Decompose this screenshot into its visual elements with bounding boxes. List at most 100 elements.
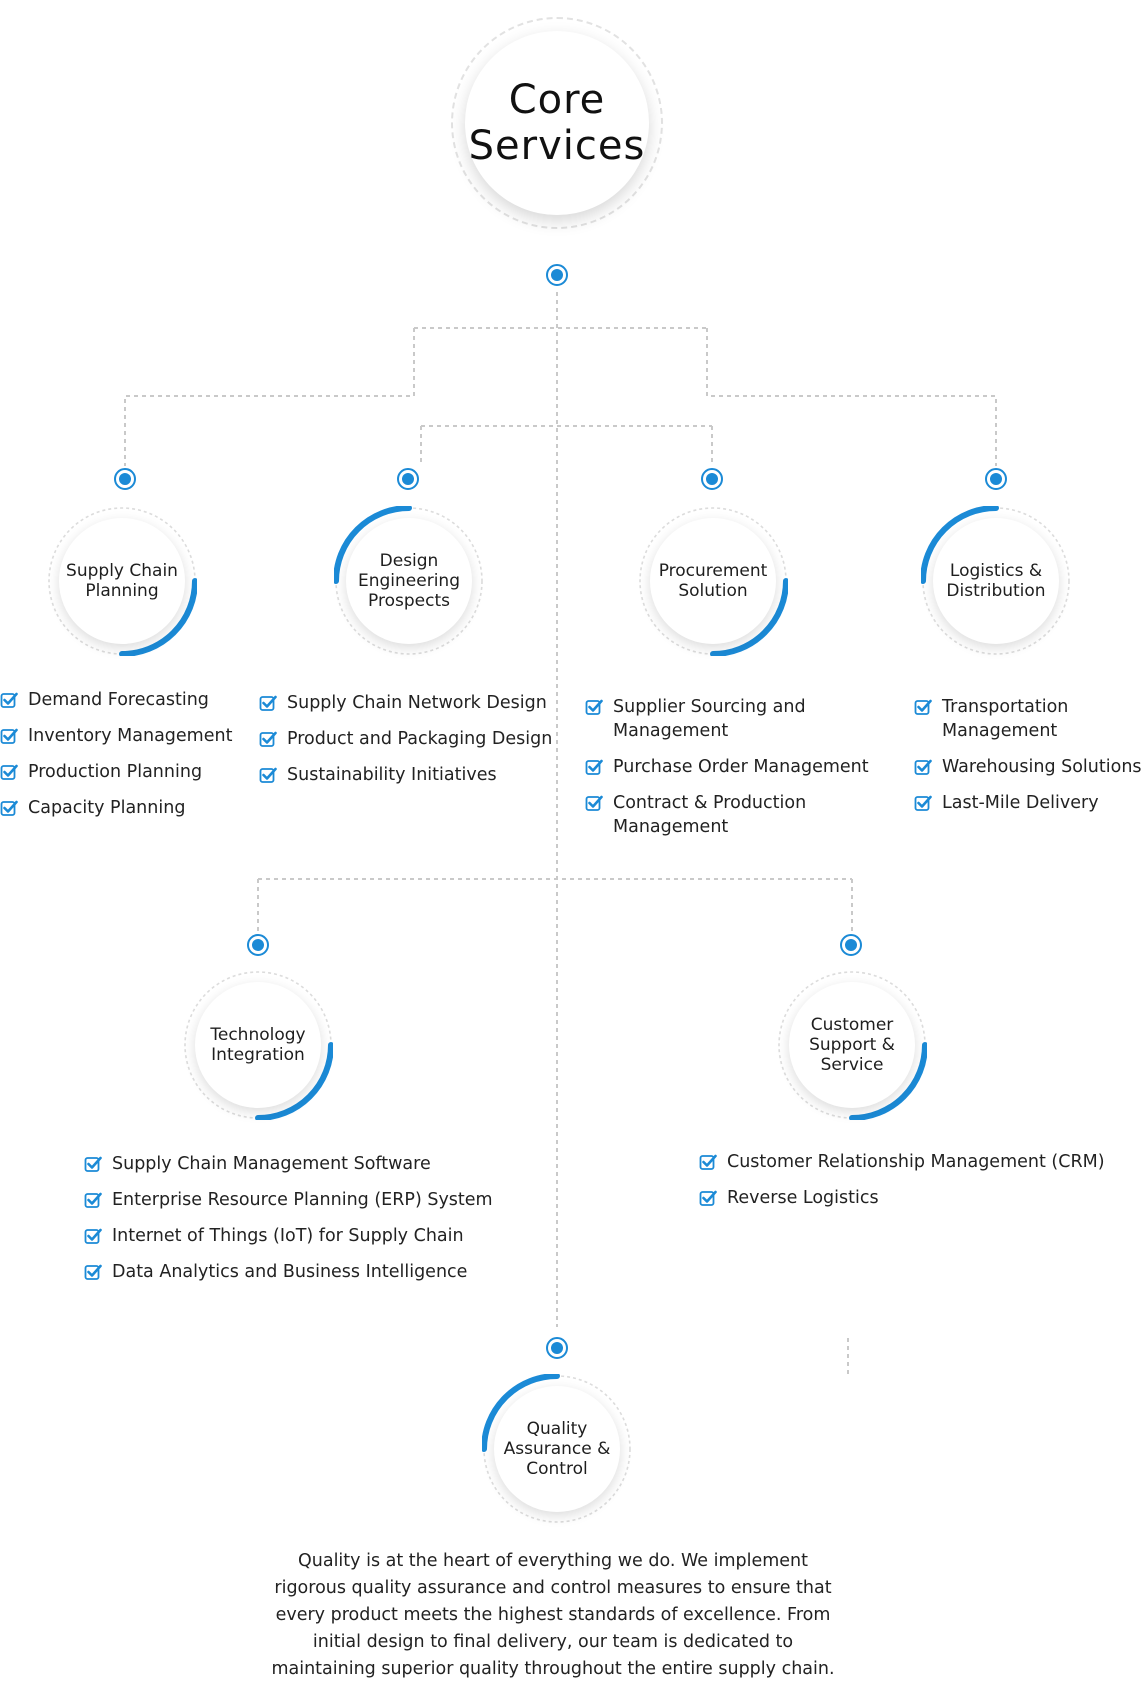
checkbox-check-icon (0, 728, 18, 744)
quality-description: Quality is at the heart of everything we… (271, 1551, 835, 1679)
service-item-label: Data Analytics and Business Intelligence (112, 1262, 468, 1282)
service-item: Enterprise Resource Planning (ERP) Syste… (84, 1188, 544, 1212)
service-item-label: Supplier Sourcing and Management (613, 697, 806, 741)
service-item-label: Internet of Things (IoT) for Supply Chai… (112, 1226, 464, 1246)
service-item-label: Enterprise Resource Planning (ERP) Syste… (112, 1190, 493, 1210)
service-item: Warehousing Solutions (914, 755, 1145, 779)
service-item-label: Demand Forecasting (28, 690, 209, 710)
node-dot-supply-chain (114, 468, 136, 490)
checkbox-check-icon (914, 759, 932, 775)
checkbox-check-icon (259, 767, 277, 783)
node-dot-quality (546, 1337, 568, 1359)
service-item-label: Inventory Management (28, 726, 233, 746)
service-item: Supply Chain Network Design (259, 691, 559, 715)
checkbox-check-icon (84, 1156, 102, 1172)
checkbox-check-icon (0, 764, 18, 780)
node-dot-core (546, 264, 568, 286)
progress-ring (184, 971, 333, 1120)
checkbox-check-icon (914, 795, 932, 811)
service-node-design[interactable]: Design Engineering Prospects (334, 506, 484, 656)
service-node-procurement[interactable]: Procurement Solution (638, 506, 788, 656)
service-item: Customer Relationship Management (CRM) (699, 1150, 1139, 1174)
service-item: Data Analytics and Business Intelligence (84, 1260, 544, 1284)
service-title: Supply Chain Planning (59, 518, 185, 644)
service-item: Contract & Production Management (585, 791, 885, 839)
progress-ring (921, 506, 1070, 655)
node-dot-technology (247, 934, 269, 956)
service-node-supply-chain[interactable]: Supply Chain Planning (47, 506, 197, 656)
node-dot-design (397, 468, 419, 490)
progress-ring (48, 507, 197, 656)
branch-line-logistics (706, 328, 997, 466)
progress-ring (639, 507, 788, 656)
service-item: Capacity Planning (0, 796, 250, 820)
service-node-technology[interactable]: Technology Integration (183, 970, 333, 1120)
checkbox-check-icon (585, 699, 603, 715)
service-title: Customer Support & Service (789, 982, 915, 1108)
checkbox-check-icon (914, 699, 932, 715)
checkbox-check-icon (585, 795, 603, 811)
service-item: Supply Chain Management Software (84, 1152, 544, 1176)
service-item: Internet of Things (IoT) for Supply Chai… (84, 1224, 544, 1248)
service-item: Transportation Management (914, 695, 1145, 743)
core-services-title: Core Services (465, 31, 649, 215)
checkbox-check-icon (84, 1264, 102, 1280)
checkbox-check-icon (84, 1192, 102, 1208)
service-item-label: Product and Packaging Design (287, 729, 553, 749)
service-list-customer: Customer Relationship Management (CRM) Re… (699, 1150, 1139, 1222)
service-node-customer[interactable]: Customer Support & Service (777, 970, 927, 1120)
service-title: Quality Assurance & Control (494, 1386, 620, 1512)
service-item: Product and Packaging Design (259, 727, 559, 751)
core-title-line2: Services (468, 123, 646, 169)
service-item: Demand Forecasting (0, 688, 250, 712)
service-item-label: Supply Chain Network Design (287, 693, 547, 713)
service-item-label: Transportation Management (942, 697, 1069, 741)
service-item-label: Last-Mile Delivery (942, 793, 1099, 813)
progress-ring (778, 971, 927, 1120)
checkbox-check-icon (699, 1190, 717, 1206)
service-node-quality[interactable]: Quality Assurance & Control (482, 1374, 632, 1524)
checkbox-check-icon (699, 1154, 717, 1170)
progress-ring (334, 506, 483, 655)
service-title: Design Engineering Prospects (346, 518, 472, 644)
checkbox-check-icon (259, 731, 277, 747)
checkbox-check-icon (0, 692, 18, 708)
service-item-label: Capacity Planning (28, 798, 186, 818)
service-title: Procurement Solution (650, 518, 776, 644)
checkbox-check-icon (259, 695, 277, 711)
service-item-label: Contract & Production Management (613, 793, 807, 837)
core-services-circle: Core Services (451, 17, 663, 229)
service-item: Production Planning (0, 760, 250, 784)
service-node-logistics[interactable]: Logistics & Distribution (921, 506, 1071, 656)
service-item-label: Reverse Logistics (727, 1188, 879, 1208)
service-item: Purchase Order Management (585, 755, 885, 779)
service-item-label: Sustainability Initiatives (287, 765, 497, 785)
service-item: Reverse Logistics (699, 1186, 1139, 1210)
core-title-line1: Core (508, 77, 606, 123)
service-item: Inventory Management (0, 724, 250, 748)
service-title: Logistics & Distribution (933, 518, 1059, 644)
service-item-label: Production Planning (28, 762, 203, 782)
checkbox-check-icon (84, 1228, 102, 1244)
checkbox-check-icon (585, 759, 603, 775)
service-item-label: Purchase Order Management (613, 757, 869, 777)
branch-line-supply (124, 328, 415, 466)
service-item: Supplier Sourcing and Management (585, 695, 885, 743)
node-dot-logistics (985, 468, 1007, 490)
service-item-label: Supply Chain Management Software (112, 1154, 431, 1174)
service-item-label: Customer Relationship Management (CRM) (727, 1152, 1105, 1172)
service-item: Sustainability Initiatives (259, 763, 559, 787)
node-dot-procurement (701, 468, 723, 490)
node-dot-customer (840, 934, 862, 956)
progress-ring (482, 1374, 631, 1523)
service-item: Last-Mile Delivery (914, 791, 1145, 815)
checkbox-check-icon (0, 800, 18, 816)
service-title: Technology Integration (195, 982, 321, 1108)
service-item-label: Warehousing Solutions (942, 757, 1142, 777)
